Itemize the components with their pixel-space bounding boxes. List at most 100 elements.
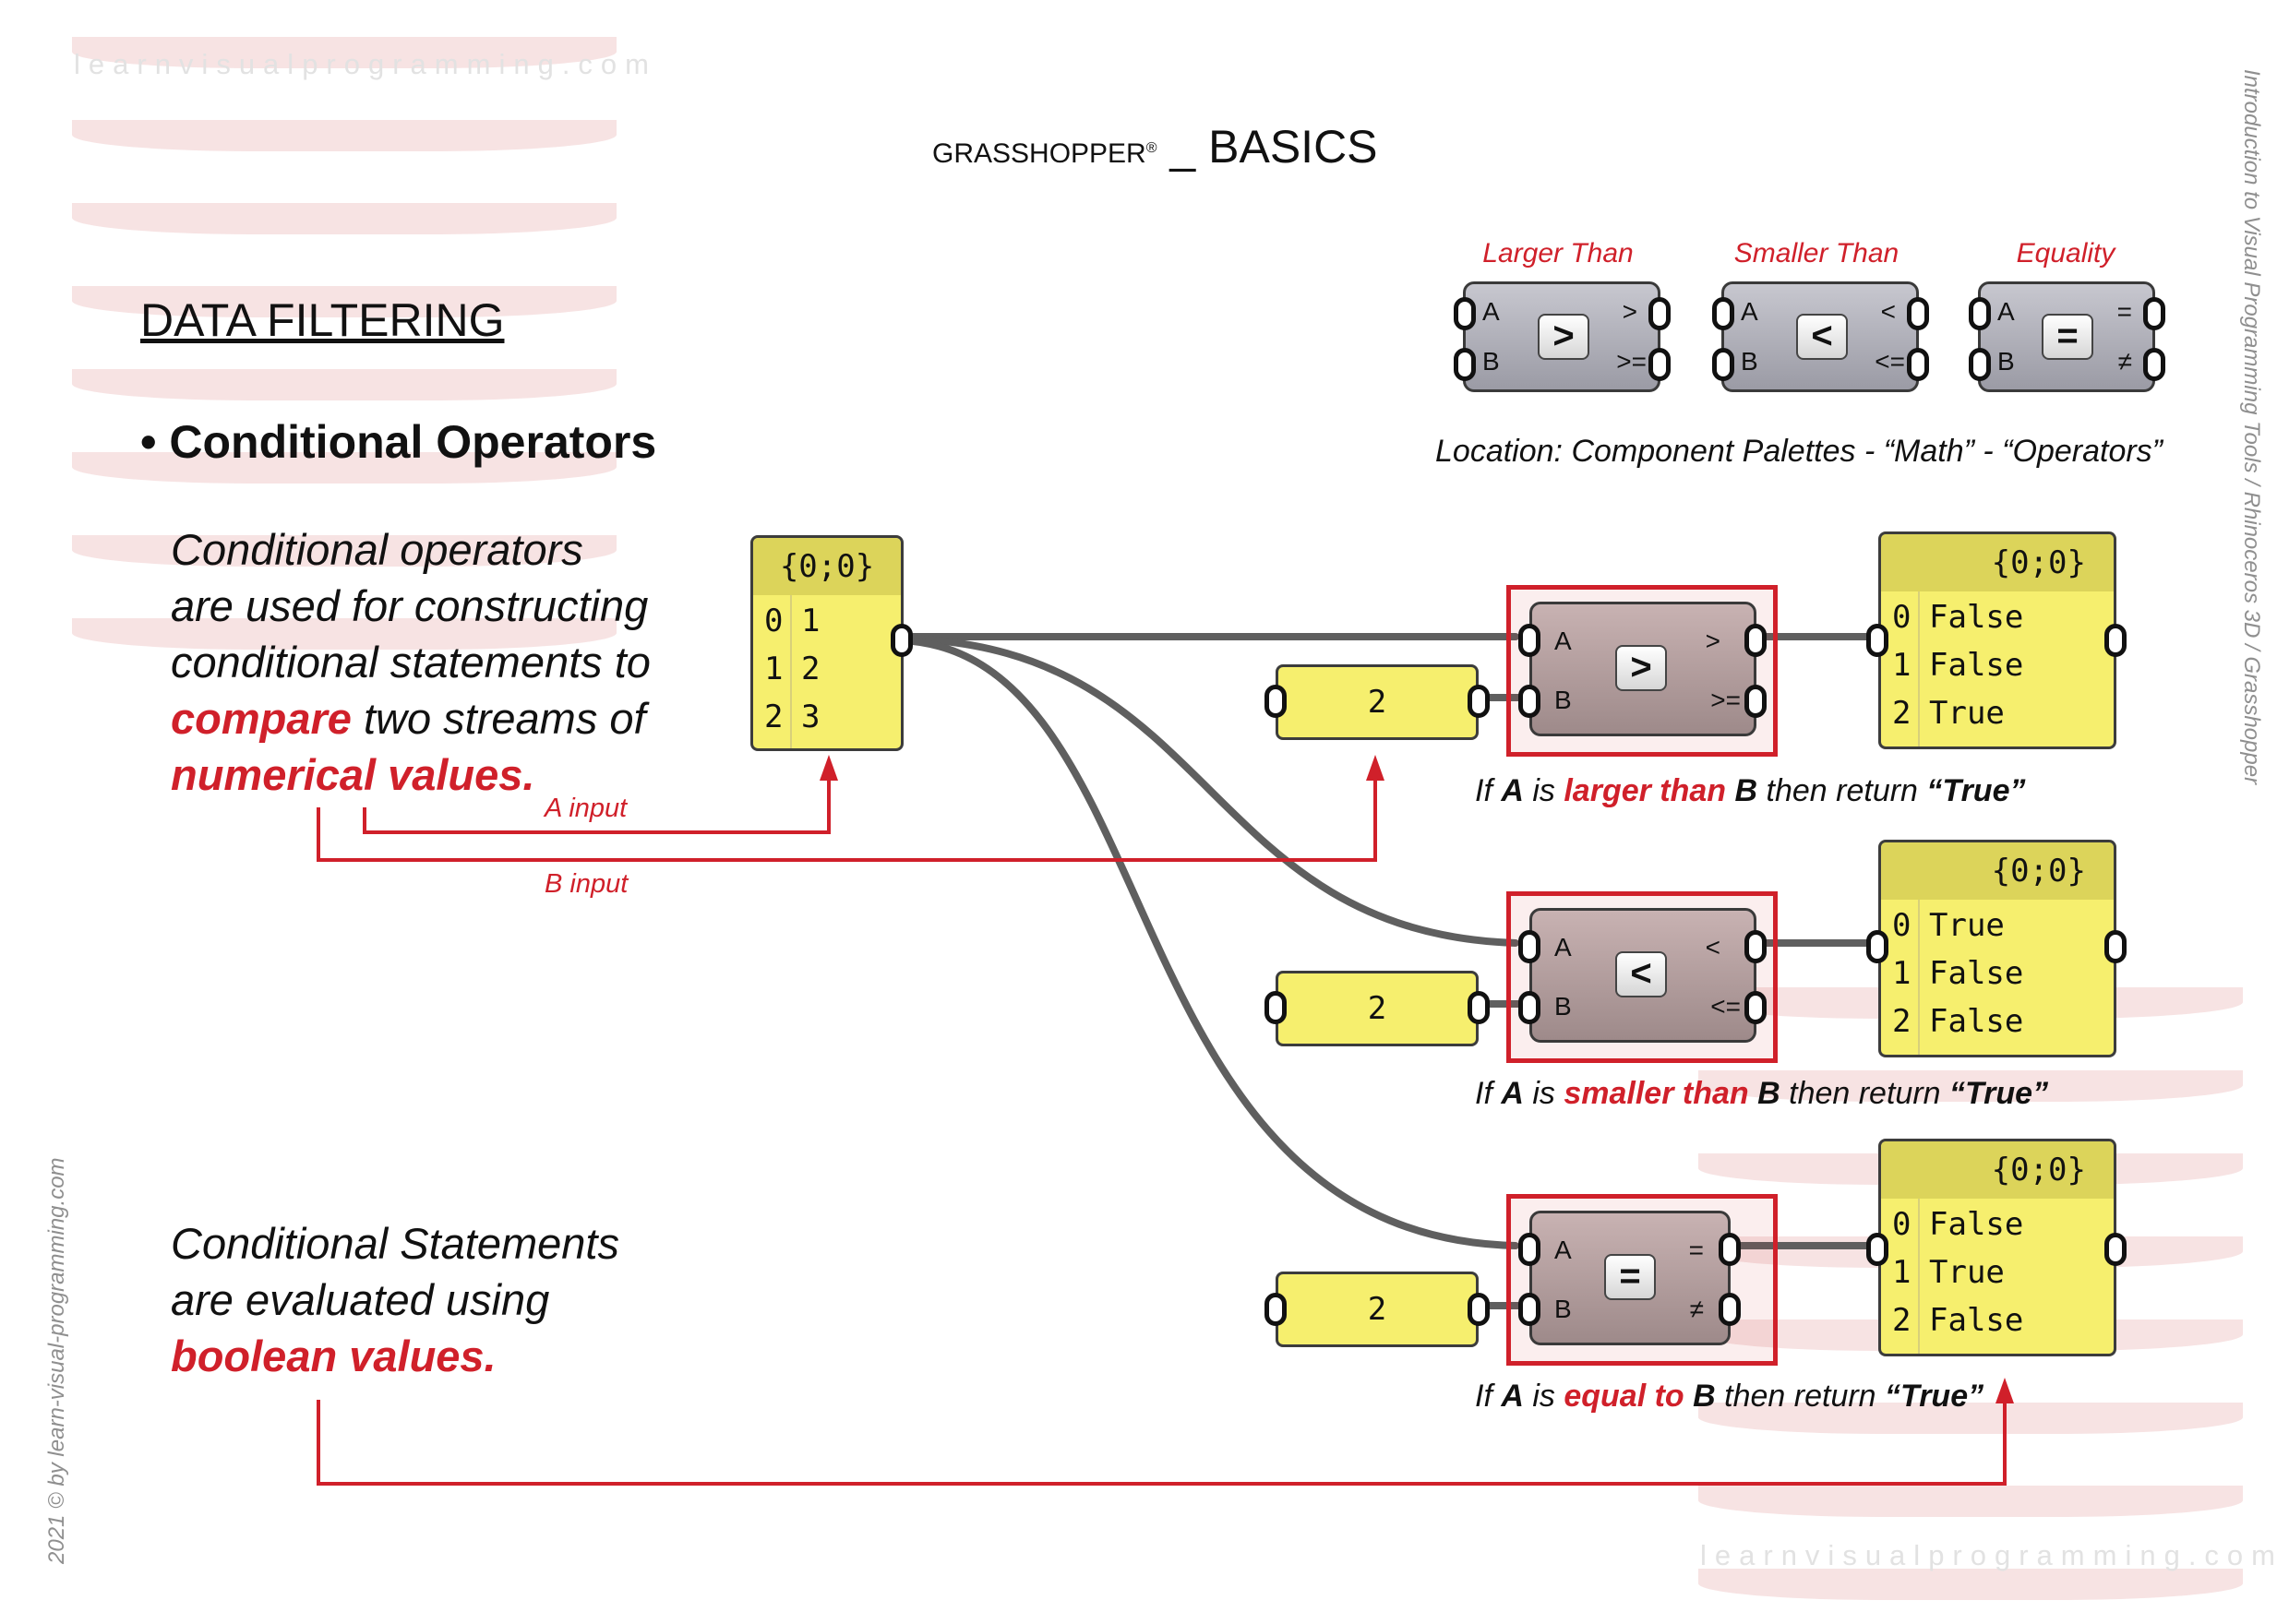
larger-port-out1[interactable] <box>1744 624 1767 657</box>
smaller-port-out1[interactable] <box>1744 930 1767 963</box>
less-than-icon: < <box>1615 951 1667 997</box>
intro-line-4: compare two streams of <box>171 690 651 746</box>
side-text-right: Introduction to Visual Programming Tools… <box>2239 69 2264 785</box>
op-label-equality: Equality <box>2016 238 2115 269</box>
palette-larger-port-out1[interactable] <box>1648 297 1671 330</box>
smaller-port-a[interactable] <box>1518 930 1540 963</box>
arrow-b-input <box>317 770 1377 862</box>
wire-a-to-equal <box>899 637 1519 1249</box>
op-label-larger: Larger Than <box>1482 238 1634 269</box>
pin-b: B <box>1554 686 1572 714</box>
b-value: 2 <box>1367 684 1387 721</box>
b-value-panel-3[interactable]: 2 <box>1276 1272 1479 1347</box>
palette-equality-port-out2[interactable] <box>2143 348 2165 381</box>
palette-smaller-port-out1[interactable] <box>1907 297 1929 330</box>
pin-a: A <box>1554 627 1572 655</box>
palette-equality-port-out1[interactable] <box>2143 297 2165 330</box>
smaller-port-b[interactable] <box>1518 991 1540 1024</box>
palette-larger-port-out2[interactable] <box>1648 348 1671 381</box>
intro-paragraph: Conditional operators are used for const… <box>171 521 651 803</box>
pin-out-1: < <box>1880 297 1896 326</box>
smaller-port-out2[interactable] <box>1744 991 1767 1024</box>
pin-b: B <box>1741 347 1758 376</box>
arrow-boolean <box>317 1393 2007 1486</box>
pin-a: A <box>1997 297 2015 326</box>
statements-paragraph: Conditional Statements are evaluated usi… <box>171 1215 619 1384</box>
panel-header: {0;0} <box>1881 534 2114 591</box>
caption-smaller: If A is smaller than B then return “True… <box>1475 1076 2049 1111</box>
b-value-panel-2[interactable]: 2 <box>1276 971 1479 1046</box>
larger-than-component[interactable]: A B > > >= <box>1529 602 1756 736</box>
equality-port-a[interactable] <box>1518 1233 1540 1266</box>
b-panel-3-output-port[interactable] <box>1468 1293 1490 1326</box>
arrowhead-b <box>1366 755 1384 781</box>
panel-header: {0;0} <box>753 538 901 595</box>
title-registered: ® <box>1145 140 1157 156</box>
b-value-panel-1[interactable]: 2 <box>1276 664 1479 740</box>
pin-out-2: ≠ <box>2117 347 2132 376</box>
b-panel-2-output-port[interactable] <box>1468 991 1490 1024</box>
result-panel-smaller-output-port[interactable] <box>2104 930 2127 963</box>
b-value: 2 <box>1367 990 1387 1027</box>
palette-larger-port-b[interactable] <box>1454 348 1476 381</box>
b-panel-1-input-port[interactable] <box>1264 685 1287 718</box>
equality-port-out1[interactable] <box>1719 1233 1741 1266</box>
larger-port-out2[interactable] <box>1744 685 1767 718</box>
palette-smaller-port-out2[interactable] <box>1907 348 1929 381</box>
background-stripes-left <box>72 0 617 738</box>
pin-out-2: >= <box>1616 347 1647 376</box>
pin-a: A <box>1554 1236 1572 1264</box>
result-panel-larger-output-port[interactable] <box>2104 624 2127 657</box>
palette-smaller-port-a[interactable] <box>1712 297 1734 330</box>
intro-line-4-rest: two streams of <box>351 694 646 743</box>
equality-component[interactable]: A B = = ≠ <box>1529 1211 1731 1345</box>
palette-smaller-port-b[interactable] <box>1712 348 1734 381</box>
op-label-smaller: Smaller Than <box>1733 238 1900 269</box>
larger-port-a[interactable] <box>1518 624 1540 657</box>
palette-smaller-than[interactable]: A B < < <= <box>1721 281 1919 392</box>
input-panel-a-output-port[interactable] <box>891 624 913 657</box>
arrow-label-a: A input <box>545 794 628 823</box>
watermark-top: learnvisualprogramming.com <box>74 48 657 80</box>
palette-larger-port-a[interactable] <box>1454 297 1476 330</box>
b-panel-3-input-port[interactable] <box>1264 1293 1287 1326</box>
statements-line-3: boolean values. <box>171 1331 497 1380</box>
equality-port-b[interactable] <box>1518 1293 1540 1326</box>
pin-out-1: = <box>1688 1236 1704 1264</box>
palette-larger-than[interactable]: A B > > >= <box>1463 281 1660 392</box>
b-panel-2-input-port[interactable] <box>1264 991 1287 1024</box>
pin-out-1: > <box>1622 297 1637 326</box>
panel-divider <box>1918 591 1920 746</box>
less-than-icon: < <box>1796 314 1848 360</box>
palette-equality-port-b[interactable] <box>1969 348 1991 381</box>
b-panel-1-output-port[interactable] <box>1468 685 1490 718</box>
side-text-left: 2021 © by learn-visual-programming.com <box>44 1157 69 1564</box>
b-value: 2 <box>1367 1291 1387 1328</box>
panel-divider <box>1918 1199 1920 1354</box>
larger-port-b[interactable] <box>1518 685 1540 718</box>
result-panel-equality-input-port[interactable] <box>1866 1233 1888 1266</box>
panel-header: {0;0} <box>1881 1141 2114 1199</box>
pin-b: B <box>1554 992 1572 1021</box>
title-prefix: GRASSHOPPER <box>932 138 1146 169</box>
result-panel-equality-output-port[interactable] <box>2104 1233 2127 1266</box>
result-panel-larger-input-port[interactable] <box>1866 624 1888 657</box>
pin-a: A <box>1741 297 1758 326</box>
arrow-a-input <box>363 770 831 834</box>
palette-equality-port-a[interactable] <box>1969 297 1991 330</box>
result-panel-smaller-input-port[interactable] <box>1866 930 1888 963</box>
palette-equality[interactable]: A B = = ≠ <box>1978 281 2155 392</box>
smaller-than-component[interactable]: A B < < <= <box>1529 908 1756 1043</box>
equality-port-out2[interactable] <box>1719 1293 1741 1326</box>
intro-line-2: are used for constructing <box>171 581 649 630</box>
